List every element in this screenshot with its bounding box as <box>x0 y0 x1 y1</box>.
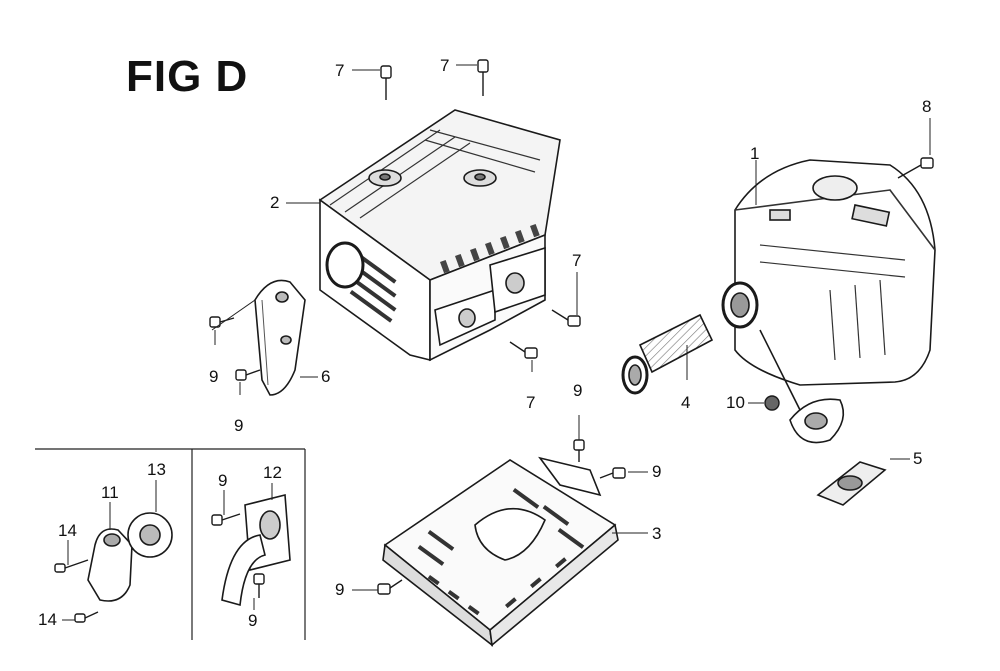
callout-13: 13 <box>147 460 166 479</box>
bolt-9-lower <box>235 369 261 381</box>
bolt-9-plate-left <box>377 579 403 595</box>
inset-frame <box>35 448 306 640</box>
bolt-9-inset-upper <box>211 513 241 526</box>
bolt-9-inset-lower <box>253 573 265 598</box>
nut-10 <box>764 395 780 411</box>
callout-7: 7 <box>440 56 450 75</box>
callout-7: 7 <box>572 251 582 270</box>
callout-12: 12 <box>263 463 282 482</box>
callout-14: 14 <box>58 521 77 540</box>
bolt-9-plate-right <box>599 467 626 479</box>
base-plate-part <box>382 456 619 647</box>
muffler-cap-part <box>87 528 133 602</box>
callout-11: 11 <box>101 483 119 502</box>
tail-pipe-part <box>254 279 306 396</box>
callout-9: 9 <box>573 381 583 400</box>
bolt-14-upper <box>54 559 89 573</box>
gasket-part <box>816 461 887 506</box>
callout-7: 7 <box>335 61 345 80</box>
bolt-8 <box>897 157 934 179</box>
bolt-9-plate-top <box>573 439 585 462</box>
callout-9: 9 <box>218 471 228 490</box>
callout-6: 6 <box>321 367 331 386</box>
muffler-part <box>721 159 936 444</box>
callout-9: 9 <box>652 462 662 481</box>
callout-9: 9 <box>248 611 258 630</box>
callout-14: 14 <box>38 610 57 629</box>
bolt-7-right <box>551 309 581 327</box>
bolt-7-lower <box>509 341 538 359</box>
callout-10: 10 <box>726 393 745 412</box>
elbow-pipe-part <box>221 493 291 607</box>
spark-arrester-part <box>621 313 714 395</box>
bolt-9-upper <box>209 316 235 328</box>
bolt-7-top-left <box>380 65 392 100</box>
cap-flange-part <box>127 512 173 558</box>
bolt-7-top-right <box>477 59 489 96</box>
callout-5: 5 <box>913 449 923 468</box>
callout-4: 4 <box>681 393 691 412</box>
callout-9: 9 <box>209 367 219 386</box>
callout-1: 1 <box>750 144 760 163</box>
muffler-protector-part <box>318 109 561 362</box>
callout-7: 7 <box>526 393 536 412</box>
callout-8: 8 <box>922 97 932 116</box>
bolt-14-lower <box>74 611 99 623</box>
callout-9: 9 <box>335 580 345 599</box>
callout-9: 9 <box>234 416 244 435</box>
figure-title: FIG D <box>126 52 249 101</box>
leader-lines <box>62 64 931 621</box>
callout-2: 2 <box>270 193 280 212</box>
bolts <box>54 59 934 623</box>
callout-3: 3 <box>652 524 662 543</box>
